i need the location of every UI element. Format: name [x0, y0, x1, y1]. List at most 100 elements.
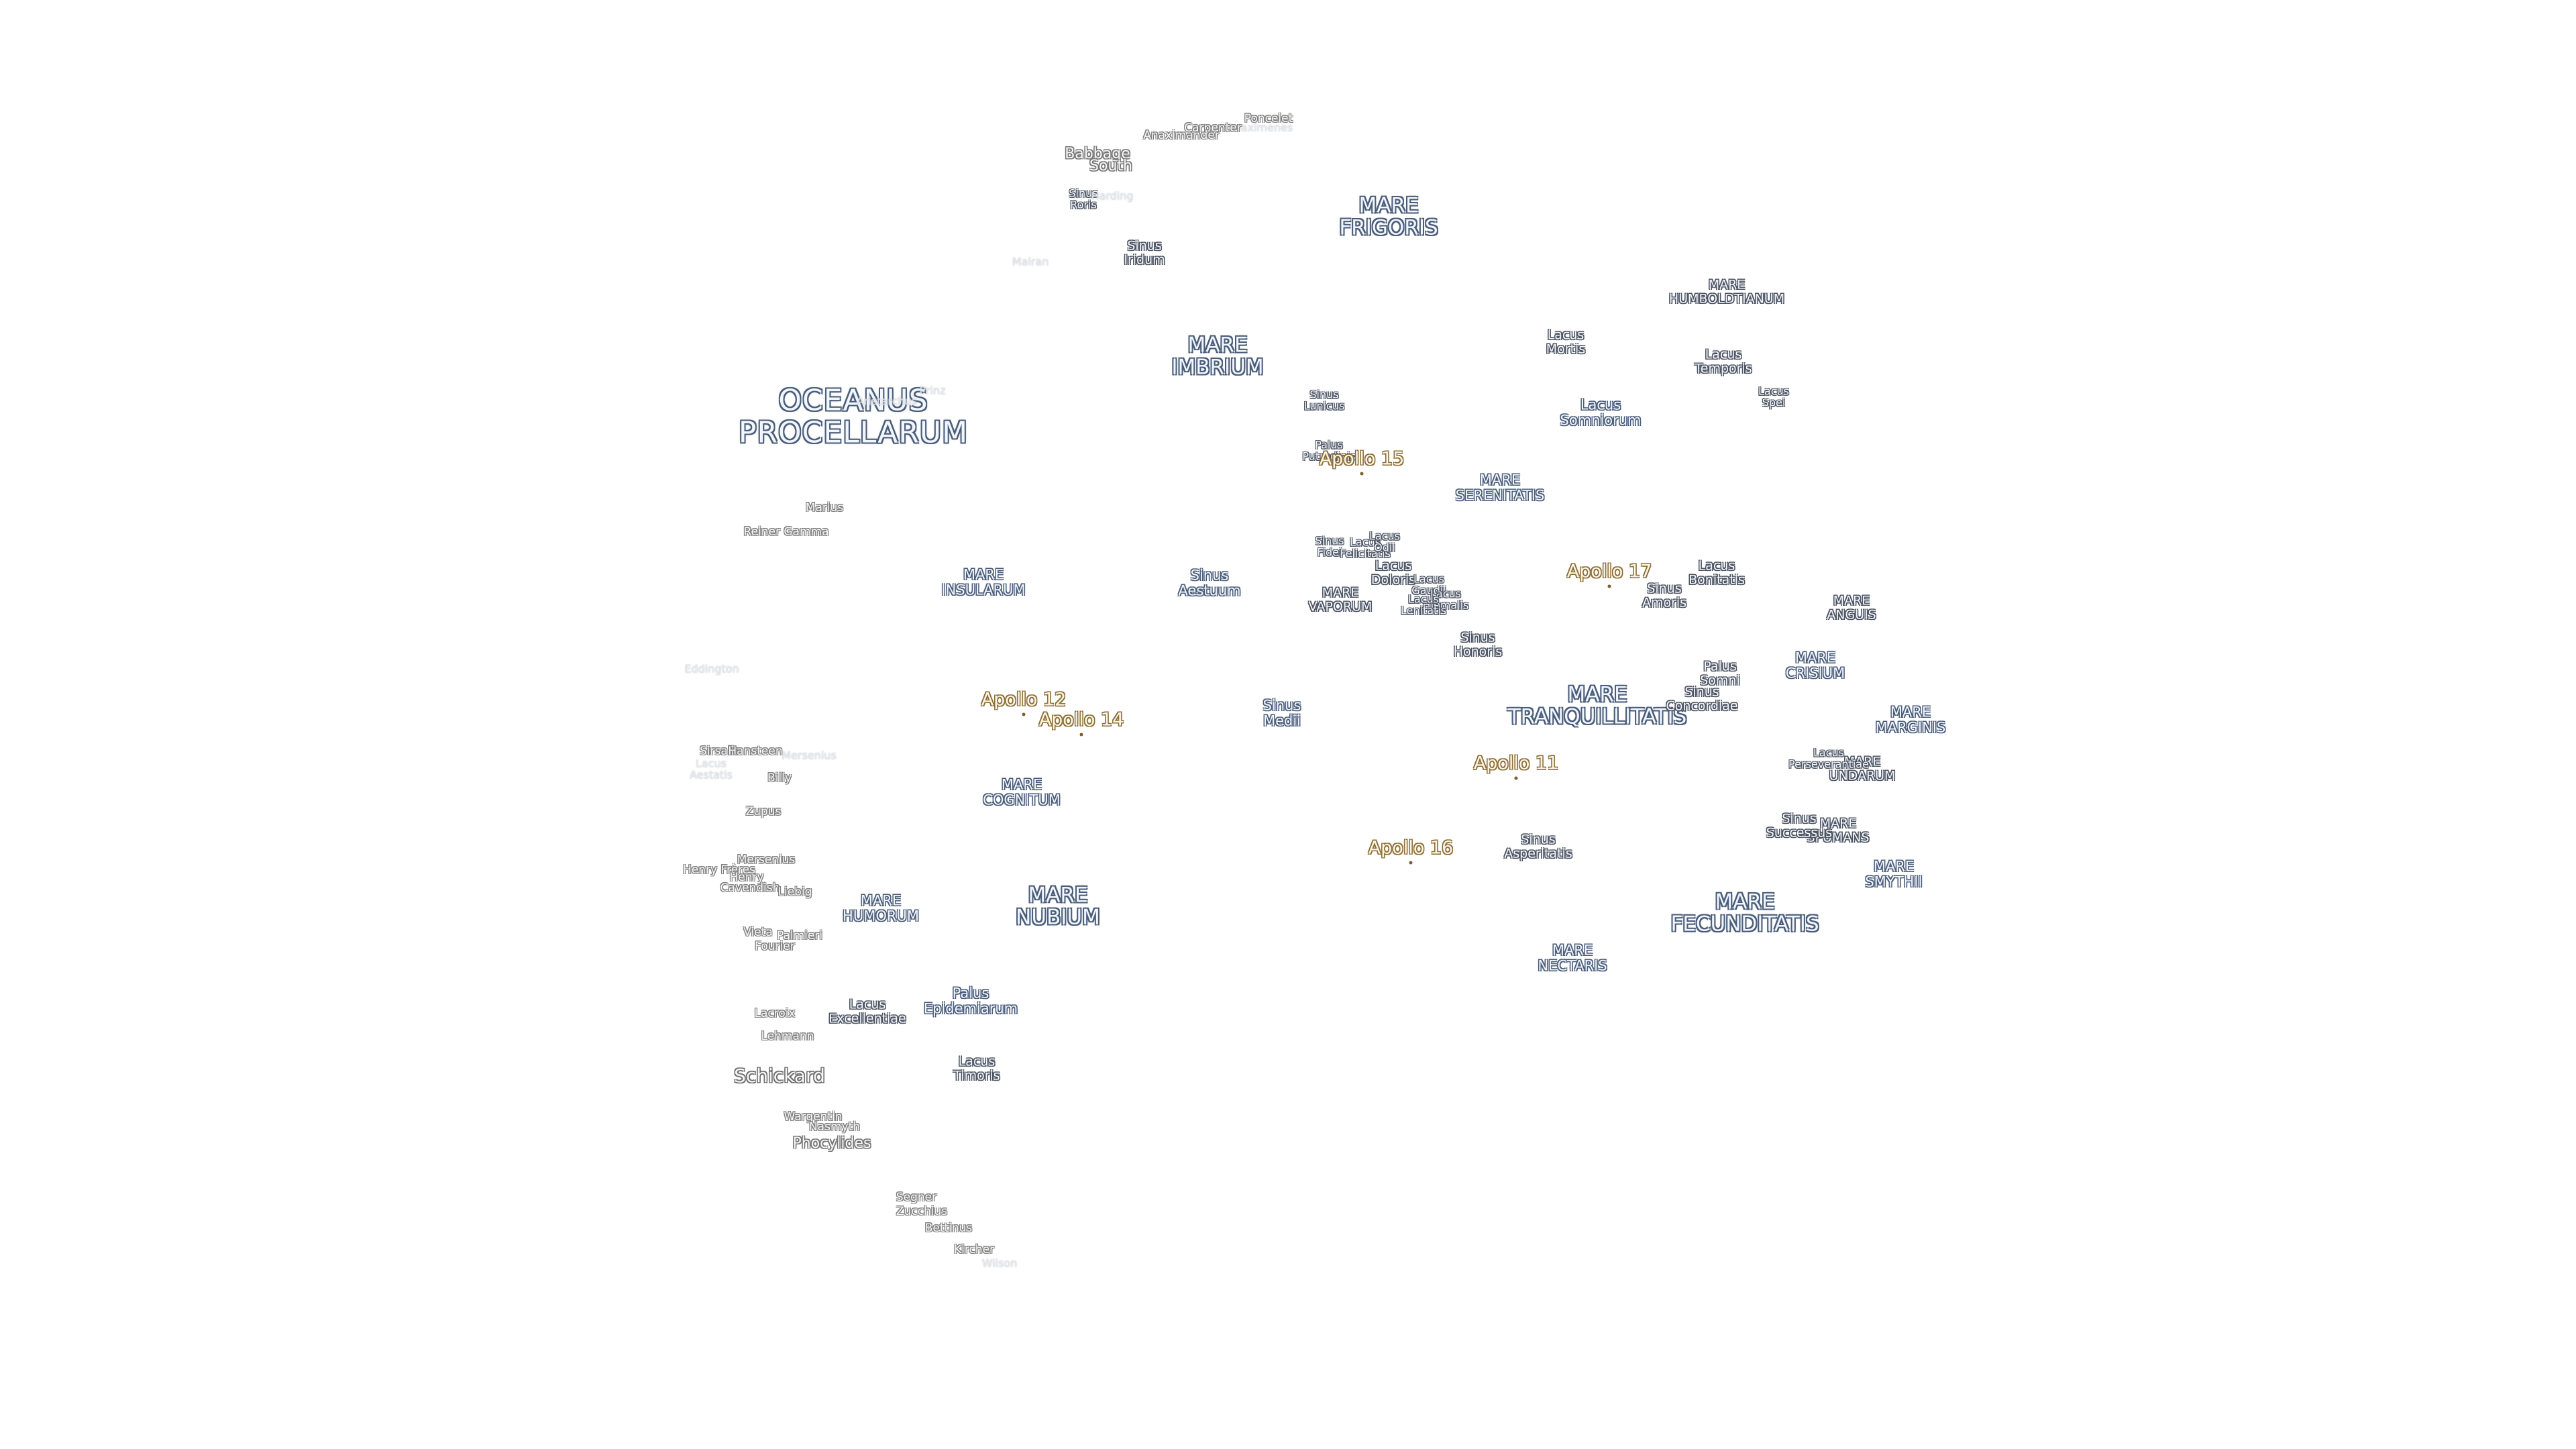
label-sinus-lunicus-line: Lunicus [1303, 400, 1345, 413]
label-mare-anguis-line: ANGUIS [1827, 607, 1876, 622]
label-mare-anguis-line: MARE [1833, 593, 1870, 608]
label-sinus-asperitatis-line: Sinus [1521, 832, 1556, 847]
label-lacus-lenitatis-line: Lacus [1407, 592, 1439, 606]
label-aristarchus: Aristarchus [857, 395, 917, 407]
label-palus-somni-line: Palus [1703, 659, 1737, 674]
label-mare-humorum-line: HUMORUM [843, 908, 919, 924]
label-wilson-line: Wilson [981, 1256, 1018, 1270]
label-hansteen-line: Hansteen [728, 744, 783, 758]
label-kircher-line: Kircher [953, 1242, 995, 1256]
label-lacus-odii-line: Odii [1374, 541, 1395, 554]
label-palus-epidemiarum-line: Epidemiarum [923, 1000, 1018, 1016]
label-apollo-15: Apollo 15 [1320, 449, 1405, 468]
label-liebig-line: Liebig [777, 885, 812, 899]
label-schickard-line: Schickard [734, 1064, 825, 1087]
label-south: South [1089, 158, 1132, 174]
label-lacus-hiemalis-line: Hiemalis [1422, 599, 1469, 612]
label-mare-crisium-line: CRISIUM [1785, 665, 1845, 681]
label-sinus-fidei-line: Fidei [1317, 546, 1342, 559]
label-lacus-timoris-line: Lacus [958, 1054, 996, 1069]
label-zupus-line: Zupus [745, 804, 782, 818]
label-mare-nubium-line: NUBIUM [1016, 906, 1100, 930]
landing-site-marker-apollo-11 [1514, 776, 1518, 780]
label-mare-fecunditatis-line: FECUNDITATIS [1670, 912, 1819, 936]
label-lacus-temporis-line: Lacus [1705, 347, 1742, 362]
label-lacus-gaudii-line: Lacus [1413, 572, 1444, 586]
label-lacus-mortis-line: Lacus [1547, 327, 1585, 343]
label-aristarchus-line: Aristarchus [856, 394, 918, 408]
label-phocylides-line: Phocylides [792, 1135, 871, 1152]
label-palmieri-line: Palmieri [776, 928, 823, 943]
landing-site-marker-apollo-15 [1360, 472, 1364, 476]
label-henry-line: Henry [729, 870, 764, 884]
label-eddington-line: Eddington [684, 662, 739, 676]
label-mare-imbrium-line: MARE [1187, 333, 1248, 358]
label-prinz-line: Prinz [919, 384, 946, 397]
label-mare-serenitatis-line: MARE [1479, 472, 1521, 488]
label-zupus: Zupus [745, 804, 782, 818]
label-mare-undarum-line: MARE [1843, 754, 1881, 769]
label-lacus-doloris-line: Lacus [1375, 558, 1412, 574]
label-lacus-excellentiae-line: Excellentiae [828, 1011, 906, 1026]
label-sinus-concordiae-line: Sinus [1684, 684, 1719, 700]
label-vieta-line: Vieta [743, 925, 773, 939]
label-lacus-doloris-line: Doloris [1371, 572, 1416, 587]
label-cavendish: Cavendish [720, 881, 780, 894]
label-reiner-gamma: Reiner Gamma [744, 525, 829, 538]
label-apollo-12-line: Apollo 12 [981, 689, 1067, 710]
label-mare-insularum-line: INSULARUM [941, 582, 1026, 598]
label-sinus-medii-line: Medii [1263, 712, 1301, 729]
label-apollo-11-line: Apollo 11 [1473, 753, 1559, 774]
label-sinus-successus-line: Successus [1766, 825, 1833, 840]
label-nasmyth: Nasmyth [809, 1120, 860, 1133]
label-palus-epidemiarum-line: Palus [952, 985, 989, 1002]
label-mare-smythii-line: MARE [1873, 858, 1915, 875]
label-henry: Henry [729, 871, 763, 883]
label-mare-spumans-line: SPUMANS [1807, 830, 1870, 845]
label-liebig: Liebig [777, 885, 812, 899]
label-poncelet: Poncelet [1244, 112, 1293, 125]
label-mare-nectaris-line: NECTARIS [1538, 957, 1607, 973]
label-lacroix-line: Lacroix [754, 1006, 796, 1020]
label-mare-marginis-line: MARGINIS [1875, 719, 1946, 735]
label-lacus-excellentiae-line: Lacus [849, 997, 886, 1012]
label-schickard: Schickard [734, 1064, 825, 1087]
label-sinus-honoris-line: Sinus [1460, 630, 1495, 645]
label-apollo-14: Apollo 14 [1039, 710, 1124, 729]
label-mare-frigoris-line: MARE [1358, 193, 1419, 218]
label-segner-line: Segner [896, 1190, 937, 1204]
label-babbage: Babbage [1065, 146, 1130, 162]
label-lacus-mortis-line: Mortis [1546, 341, 1586, 356]
label-palmieri: Palmieri [776, 928, 823, 943]
label-zucchius-line: Zucchius [896, 1204, 948, 1218]
landing-site-marker-apollo-14 [1079, 733, 1083, 737]
label-apollo-17-line: Apollo 17 [1566, 561, 1652, 582]
label-mare-marginis-line: MARE [1890, 704, 1931, 720]
label-mairan-line: Mairan [1012, 255, 1049, 268]
label-anaximenes-2-line: Anaximenes [1226, 121, 1293, 134]
label-apollo-16: Apollo 16 [1368, 838, 1454, 857]
label-bettinus: Bettinus [925, 1222, 973, 1234]
label-harding: Harding [1091, 190, 1133, 202]
label-lacus-timoris-line: Timoris [953, 1068, 1000, 1083]
label-wargentin: Wargentin [784, 1110, 842, 1123]
label-mairan: Mairan [1012, 255, 1049, 268]
